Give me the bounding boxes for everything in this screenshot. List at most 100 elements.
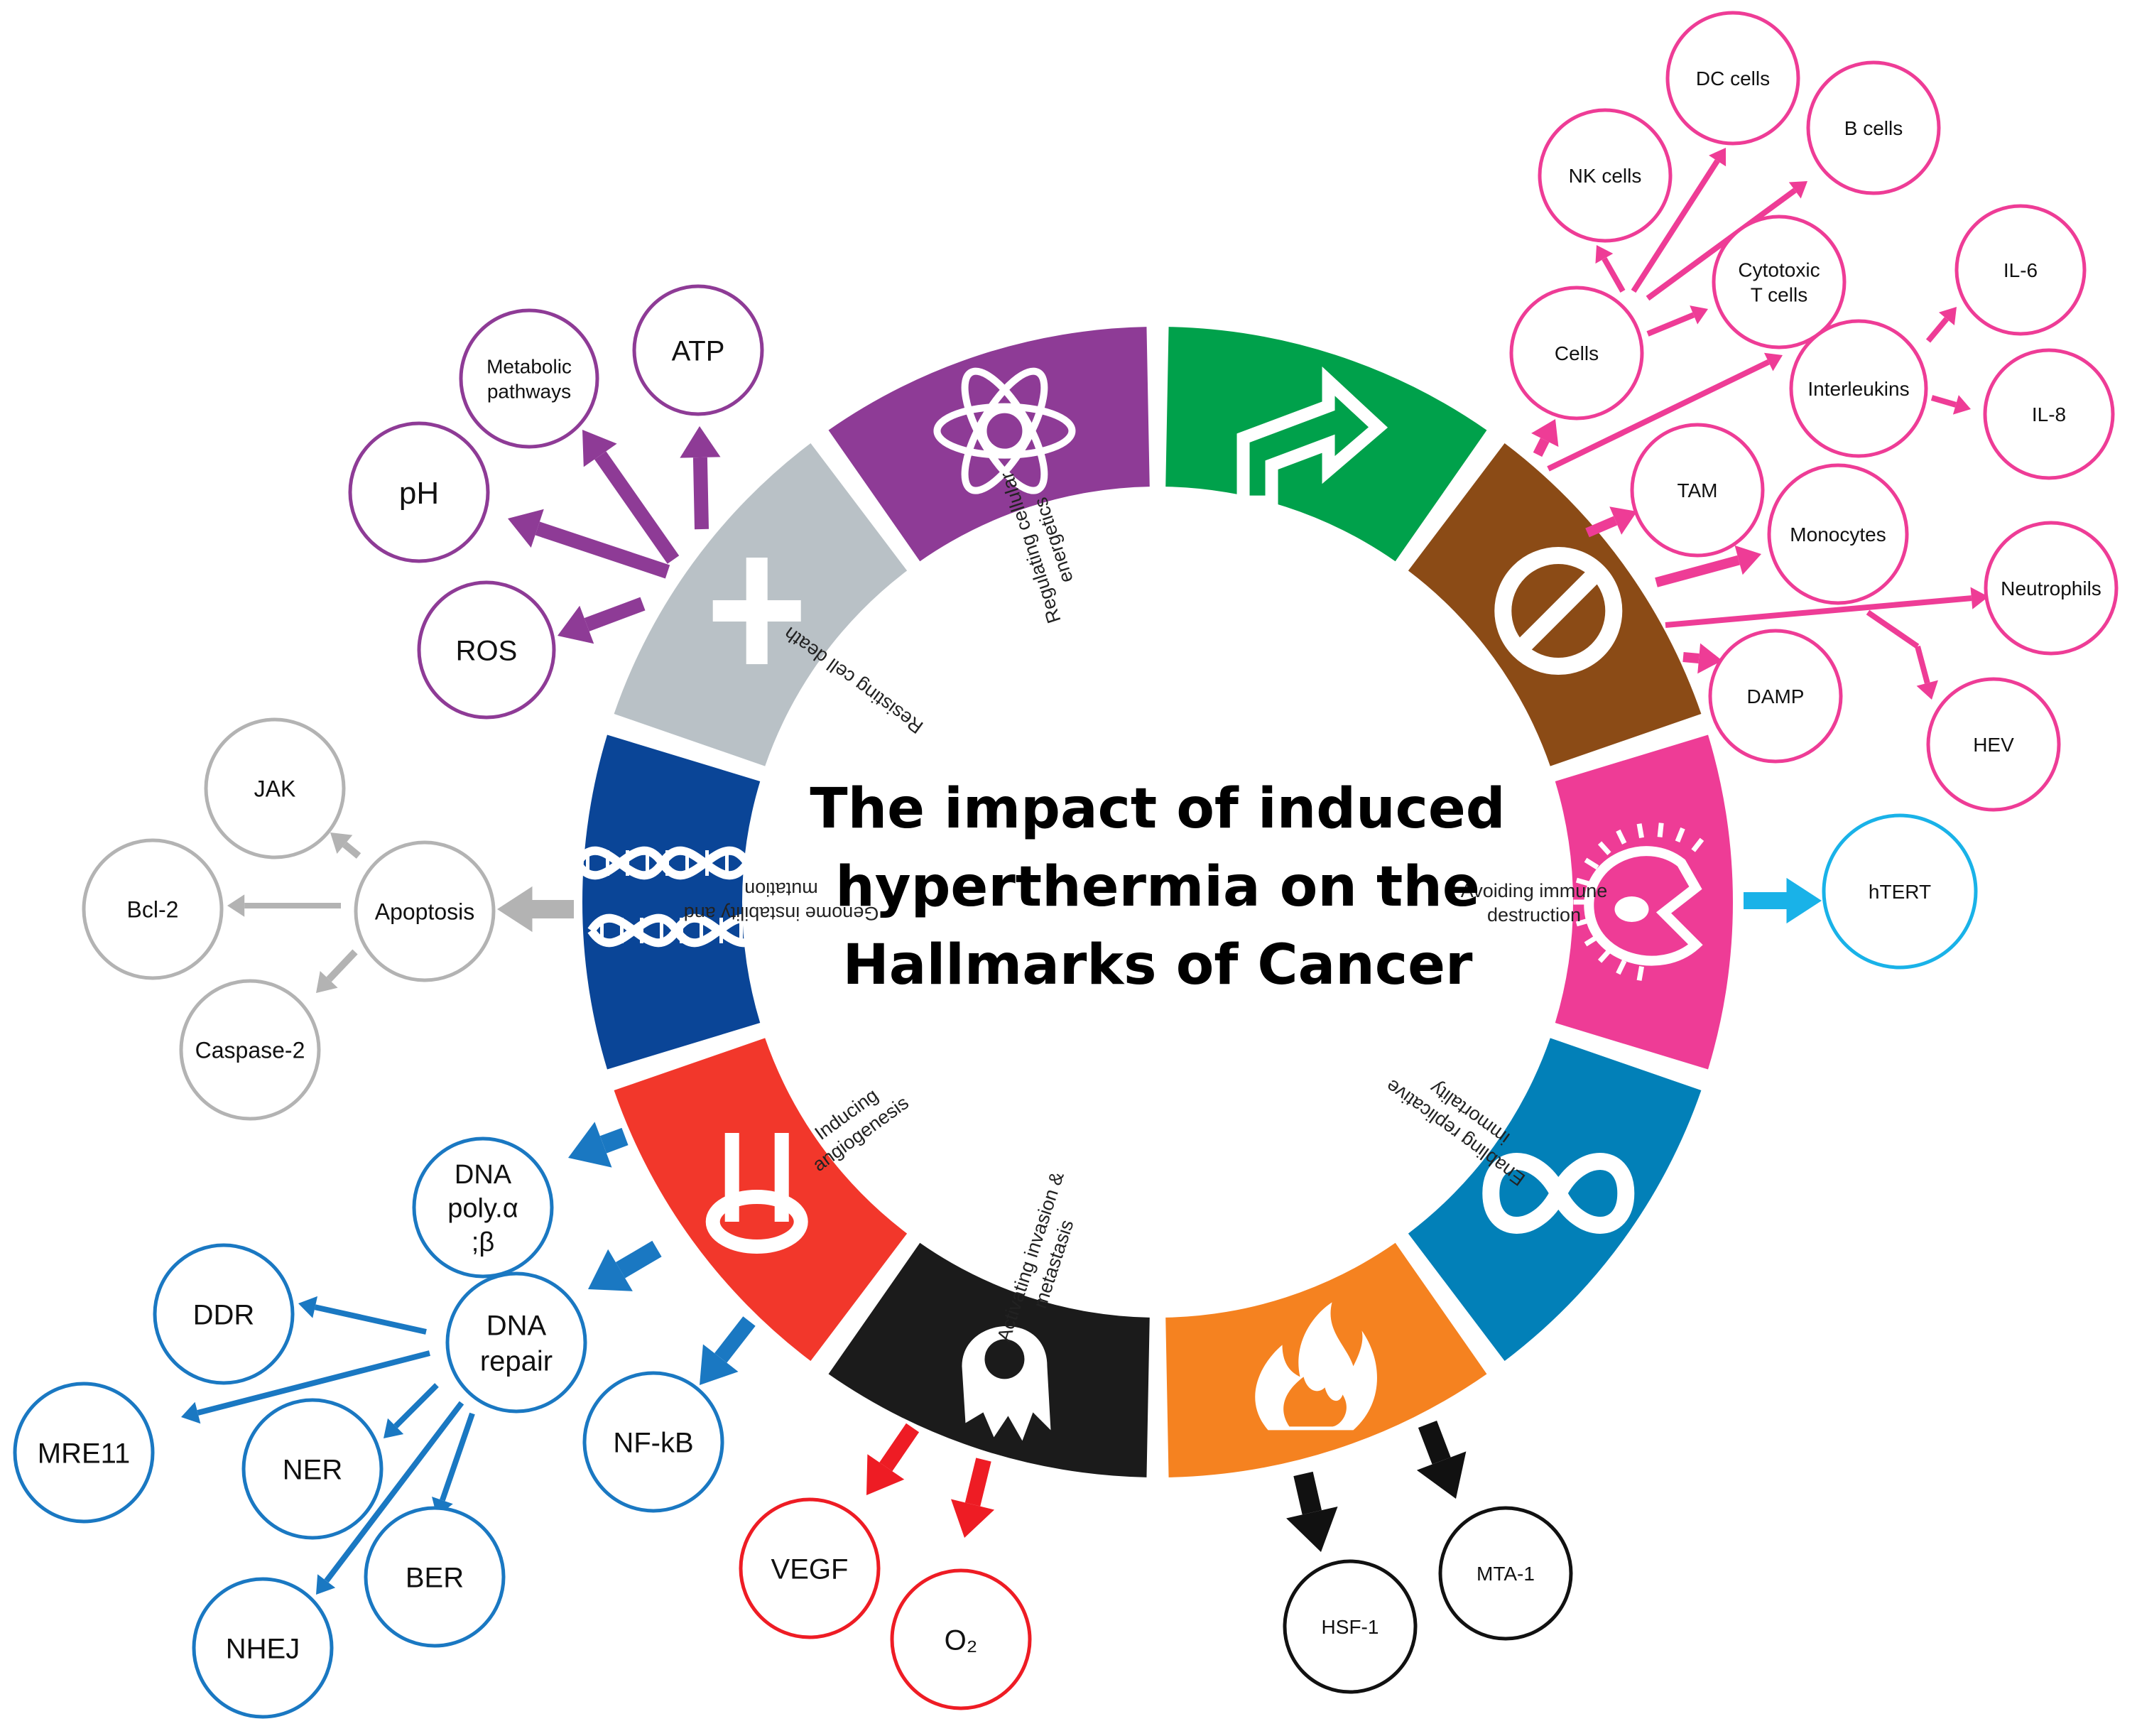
- node-circle: [417, 580, 556, 720]
- dna-icon: [573, 846, 766, 948]
- node-circle: [1767, 463, 1909, 605]
- node-circle: [241, 1398, 384, 1540]
- node-circle: [1789, 319, 1928, 458]
- macrophage-icon: [1573, 823, 1704, 981]
- hallmark-label-line: destruction: [1487, 904, 1581, 926]
- arrow-to-mre11: [181, 1350, 430, 1424]
- arrow-to-dnarepair: [588, 1240, 662, 1291]
- node-circle: [1983, 348, 2115, 480]
- node-label: hTERT: [1869, 881, 1931, 903]
- connector-arrows: [181, 148, 1989, 1595]
- node-circle: [1283, 1559, 1418, 1694]
- node-circle: [1806, 60, 1941, 195]
- node-o2: O₂: [890, 1568, 1032, 1710]
- node-label: Monocytes: [1790, 523, 1886, 546]
- node-label: MTA-1: [1477, 1563, 1535, 1585]
- node-bcells: B cells: [1806, 60, 1941, 195]
- node-label: DC cells: [1696, 67, 1770, 89]
- node-label: O₂: [945, 1624, 978, 1656]
- hallmark-label-line: Avoiding immune: [1461, 880, 1608, 901]
- node-label: DDR: [193, 1299, 255, 1330]
- node-dnarepair: DNA repair: [445, 1271, 587, 1414]
- node-circle: [82, 838, 224, 980]
- node-il8: IL-8: [1983, 348, 2115, 480]
- title-line-2: hyperthermia on the: [835, 855, 1480, 919]
- node-circle: [348, 421, 490, 563]
- node-label: NF-kB: [613, 1427, 693, 1458]
- node-ros: ROS: [417, 580, 556, 720]
- infinity-icon: [1482, 1153, 1635, 1234]
- node-circle: [153, 1243, 295, 1385]
- node-label: HSF-1: [1322, 1616, 1379, 1638]
- node-label: MRE11: [38, 1438, 130, 1469]
- arrow-to-apoptosis: [497, 886, 574, 933]
- node-circle: [412, 1136, 554, 1279]
- title-line-3: Hallmarks of Cancer: [843, 933, 1473, 997]
- node-label: DNA: [486, 1310, 547, 1341]
- node-hsf1: HSF-1: [1283, 1559, 1418, 1694]
- node-label: DAMP: [1747, 685, 1805, 707]
- arrow-to-nk: [1595, 245, 1626, 293]
- title-line-1: The impact of induced: [810, 777, 1505, 841]
- arrow-to-htert: [1744, 877, 1822, 924]
- node-circle: [1822, 813, 1978, 970]
- arrow-to-hev: [1915, 645, 1938, 700]
- node-ph: pH: [348, 421, 490, 563]
- node-circle: [1509, 286, 1644, 421]
- node-circle: [1538, 108, 1673, 243]
- node-label: poly.α: [447, 1194, 518, 1224]
- node-circle: [582, 1371, 724, 1513]
- node-interleukins: Interleukins: [1789, 319, 1928, 458]
- node-label: VEGF: [771, 1553, 849, 1585]
- node-tam: TAM: [1630, 423, 1765, 558]
- arrow-to-ber: [432, 1412, 475, 1517]
- node-circle: [354, 840, 496, 982]
- hallmark-label-immune: Avoiding immune destruction: [1461, 880, 1608, 926]
- node-circle: [13, 1382, 155, 1524]
- node-damp: DAMP: [1708, 629, 1843, 764]
- node-mta1: MTA-1: [1438, 1506, 1573, 1641]
- node-circle: [1712, 215, 1847, 349]
- node-label: B cells: [1844, 117, 1903, 139]
- arrow-to-mta1: [1416, 1421, 1467, 1499]
- node-htert: hTERT: [1822, 813, 1978, 970]
- arrow-to-il6: [1925, 307, 1957, 343]
- node-label: Cells: [1555, 342, 1599, 364]
- node-label: repair: [480, 1345, 553, 1377]
- node-circle: [1438, 1506, 1573, 1641]
- node-ner: NER: [241, 1398, 384, 1540]
- node-label: Interleukins: [1807, 378, 1909, 400]
- arrow-to-cells: [1531, 419, 1559, 457]
- node-mre11: MRE11: [13, 1382, 155, 1524]
- node-circle: [364, 1506, 506, 1648]
- arrow-to-ner: [384, 1383, 439, 1438]
- node-neutrophils: Neutrophils: [1984, 521, 2119, 656]
- node-nfkb: NF-kB: [582, 1371, 724, 1513]
- node-label: NHEJ: [226, 1633, 300, 1664]
- node-circle: [1708, 629, 1843, 764]
- node-circle: [739, 1497, 881, 1639]
- ghost-cell-icon: [962, 1326, 1051, 1441]
- flame-icon: [1255, 1302, 1377, 1431]
- arrow-to-cytotoxic: [1646, 305, 1708, 337]
- arrow-to-ros: [558, 597, 646, 644]
- arrow-to-caspase: [316, 949, 358, 993]
- hallmarks-ring: [573, 327, 1733, 1477]
- node-ber: BER: [364, 1506, 506, 1648]
- arrow-to-monocytes: [1655, 545, 1761, 587]
- node-apoptosis: Apoptosis: [354, 840, 496, 982]
- hallmark-segment-genome: [582, 734, 761, 1070]
- node-label: ATP: [672, 335, 725, 367]
- arrow-to-tam: [1585, 506, 1637, 538]
- arrow-to-bcells: [1646, 181, 1807, 301]
- node-cells: Cells: [1509, 286, 1644, 421]
- node-label: JAK: [254, 776, 296, 802]
- node-ddr: DDR: [153, 1243, 295, 1385]
- node-circle: [445, 1271, 587, 1414]
- node-label: pathways: [487, 381, 571, 403]
- node-circle: [1630, 423, 1765, 558]
- cross-icon: [712, 558, 801, 665]
